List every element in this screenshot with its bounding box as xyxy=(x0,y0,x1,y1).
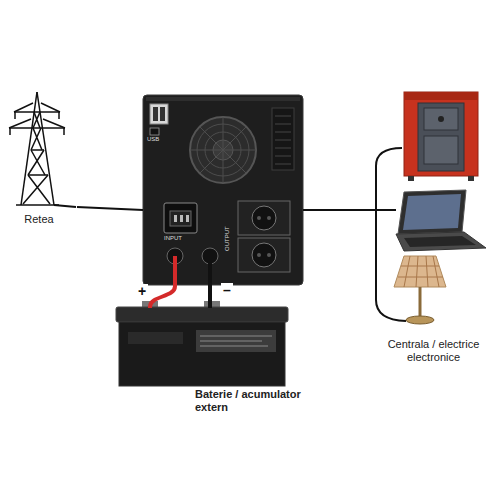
ups-unit-part xyxy=(143,95,303,285)
laptop-part xyxy=(403,194,461,230)
battery-part xyxy=(196,330,276,352)
ups-unit-part xyxy=(174,215,177,222)
power-pylon-part xyxy=(28,150,45,175)
table-lamp-part xyxy=(394,256,446,287)
boiler-part xyxy=(438,116,444,122)
ups-unit-part xyxy=(252,206,276,230)
cable xyxy=(208,285,212,308)
boiler-part xyxy=(418,103,464,171)
ups-unit-part xyxy=(190,117,256,183)
laptop xyxy=(396,190,486,251)
cable xyxy=(150,285,175,308)
ups-unit-part xyxy=(150,104,168,124)
battery-part xyxy=(200,336,272,346)
boiler-part xyxy=(404,92,478,100)
laptop-part xyxy=(398,190,466,234)
battery xyxy=(116,301,288,386)
grid-pylon: Retea xyxy=(3,95,77,232)
ups-unit-part xyxy=(272,108,294,170)
battery-part xyxy=(119,322,285,386)
ups-unit-part xyxy=(186,215,189,222)
ups-unit-part xyxy=(257,216,261,220)
power-pylon-part xyxy=(31,128,42,150)
battery-box: Baterie / acumulator extern xyxy=(115,308,305,420)
ups-unit-part xyxy=(160,107,165,121)
battery-label: Baterie / acumulator extern xyxy=(195,388,303,414)
power-pylon-part xyxy=(23,175,50,204)
table-lamp-part xyxy=(406,316,434,324)
ups-unit-part xyxy=(153,107,158,121)
power-pylon-part xyxy=(54,205,76,207)
ups-unit-part xyxy=(150,128,159,135)
boiler-part xyxy=(424,108,458,130)
table-lamp-part xyxy=(419,287,422,317)
power-pylon-part xyxy=(14,111,60,113)
power-pylon-part xyxy=(33,112,40,128)
boiler-part xyxy=(468,176,474,181)
ups-unit-part xyxy=(173,256,177,285)
cable xyxy=(303,209,372,211)
ups-unit-part xyxy=(257,253,261,257)
ups-unit-part xyxy=(164,203,197,233)
battery-part xyxy=(128,332,183,344)
grid-label: Retea xyxy=(3,213,75,226)
port-label: USB xyxy=(147,136,159,143)
ups-unit-part xyxy=(238,201,290,235)
ups-box: USB INPUT OUTPUT xyxy=(143,95,303,285)
load-label: Centrala / electrice electronice xyxy=(372,338,495,364)
load-bracket-part xyxy=(372,209,396,211)
power-pylon-part xyxy=(9,127,65,129)
port-label: OUTPUT xyxy=(224,226,231,251)
ups-unit xyxy=(143,95,304,285)
power-pylon xyxy=(9,92,76,207)
port-label: INPUT xyxy=(164,235,182,242)
ups-unit-part xyxy=(252,243,276,267)
ups-unit-part xyxy=(267,216,271,220)
ups-unit-part xyxy=(238,238,290,272)
power-pylon-part xyxy=(16,204,59,206)
load-group: Centrala / electrice electronice xyxy=(372,85,497,367)
ups-unit-part xyxy=(275,116,291,164)
power-pylon-part xyxy=(21,92,37,205)
boiler xyxy=(404,92,478,181)
table-lamp xyxy=(394,256,446,324)
power-pylon-part xyxy=(10,112,64,135)
ups-unit-part xyxy=(180,215,183,222)
power-pylon-part xyxy=(37,92,54,205)
power-pylon-part xyxy=(14,103,60,112)
boiler-part xyxy=(424,136,458,164)
boiler-part xyxy=(408,176,414,181)
polarity-sign: + xyxy=(136,284,148,298)
ups-unit-part xyxy=(190,117,256,183)
power-pylon-part xyxy=(28,150,48,175)
laptop-part xyxy=(404,236,476,247)
battery-part xyxy=(116,307,288,322)
ups-unit-part xyxy=(267,253,271,257)
ups-unit-part xyxy=(146,97,300,101)
cable xyxy=(77,207,143,210)
polarity-sign: – xyxy=(221,283,233,297)
boiler-part xyxy=(404,92,478,176)
ups-unit-part xyxy=(170,211,191,226)
ups-unit-part xyxy=(208,256,212,285)
table-lamp-part xyxy=(398,256,443,287)
laptop-part xyxy=(396,232,486,251)
